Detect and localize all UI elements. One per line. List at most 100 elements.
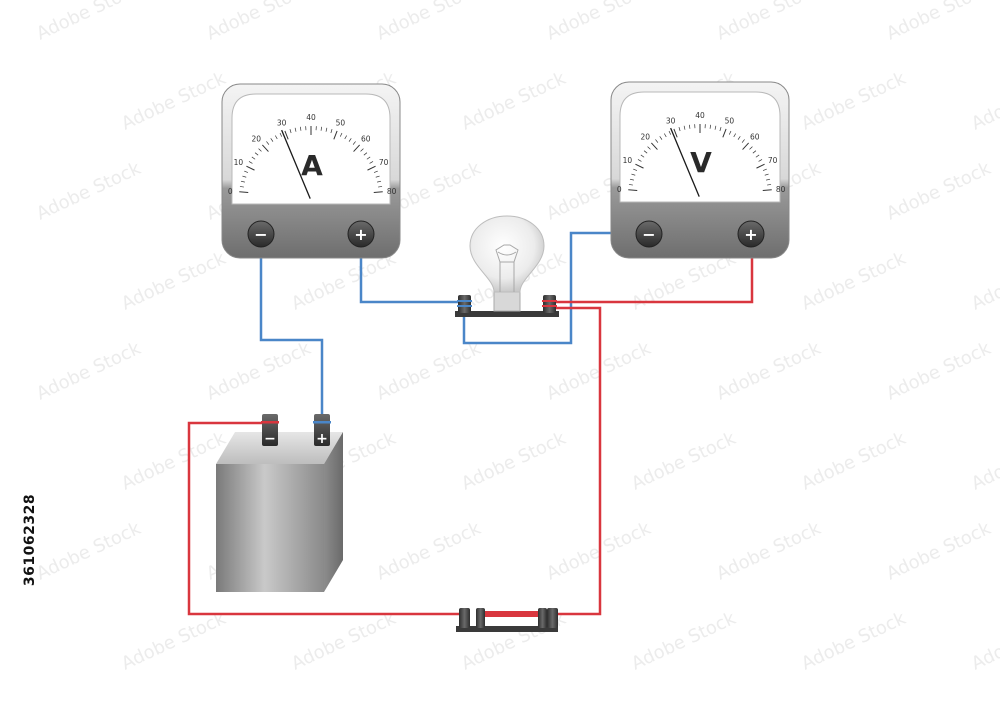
scale-tick — [363, 152, 368, 156]
scale-tick — [258, 148, 262, 152]
scale-tick — [728, 130, 732, 135]
ammeter-plus-sign: + — [354, 225, 367, 244]
scale-label: 70 — [768, 156, 778, 165]
scale-tick — [369, 161, 374, 164]
scale-tick — [279, 132, 283, 137]
battery-side-face — [324, 432, 343, 592]
watermark-text: Adobe Stock — [543, 0, 654, 45]
scale-tick — [348, 138, 352, 142]
scale-tick — [366, 156, 371, 160]
switch-base — [456, 626, 558, 632]
scale-tick — [246, 165, 255, 171]
scale-tick — [330, 129, 333, 134]
scale-label: 50 — [725, 117, 735, 126]
wire-bulb-to-voltmeter-neg — [462, 231, 637, 345]
ammeter-minus-terminal[interactable]: − — [247, 220, 275, 248]
scale-tick — [663, 133, 667, 138]
scale-label: 10 — [234, 158, 244, 167]
scale-tick — [659, 136, 663, 140]
scale-tick — [377, 180, 382, 183]
scale-label: 10 — [623, 156, 633, 165]
voltmeter-plus-terminal[interactable]: + — [737, 220, 765, 248]
watermark-text: Adobe Stock — [968, 68, 1000, 135]
watermark-text: Adobe Stock — [968, 428, 1000, 495]
scale-tick — [248, 161, 253, 164]
watermark-text: Adobe Stock — [33, 518, 144, 585]
scale-tick — [289, 129, 292, 134]
watermark-text: Adobe Stock — [968, 248, 1000, 315]
scale-tick — [719, 127, 722, 132]
scale-tick — [628, 189, 638, 192]
switch-bar — [478, 611, 544, 617]
switch-right-post — [547, 608, 558, 628]
scale-tick — [373, 170, 378, 173]
scale-tick — [742, 142, 750, 150]
watermark-text: Adobe Stock — [883, 0, 994, 45]
wire-bulb-to-switch — [548, 306, 602, 616]
scale-tick — [266, 141, 270, 145]
scale-tick — [254, 152, 259, 156]
battery-top-face — [216, 432, 343, 464]
scale-tick — [637, 159, 642, 162]
scale-label: 80 — [776, 185, 786, 194]
ammeter-dial-face — [231, 93, 391, 205]
scale-tick — [752, 150, 757, 154]
switch[interactable] — [456, 608, 558, 632]
scale-tick — [242, 175, 247, 178]
scale-tick — [629, 178, 634, 181]
voltmeter-minus-terminal[interactable]: − — [635, 220, 663, 248]
scale-tick — [367, 165, 376, 171]
scale-tick — [333, 130, 338, 140]
watermark-text: Adobe Stock — [883, 158, 994, 225]
switch-left-inner-post — [476, 608, 485, 628]
scale-tick — [373, 191, 383, 194]
scale-tick — [378, 186, 383, 188]
watermark-text: Adobe Stock — [203, 338, 314, 405]
voltmeter-dial-face — [619, 91, 781, 203]
scale-tick — [284, 130, 289, 140]
scale-tick — [631, 173, 636, 176]
scale-tick — [683, 125, 686, 130]
scale-label: 20 — [252, 134, 262, 143]
watermark-text: Adobe Stock — [118, 608, 229, 675]
scale-tick — [360, 148, 364, 152]
scale-tick — [737, 136, 741, 140]
bulb-right-post[interactable] — [542, 295, 557, 313]
scale-tick — [678, 127, 681, 132]
scale-tick — [261, 144, 269, 152]
scale-label: 80 — [387, 187, 397, 196]
scale-tick — [655, 139, 659, 143]
scale-tick — [756, 163, 765, 169]
scale-tick — [764, 173, 769, 176]
scale-tick — [294, 127, 297, 132]
battery-front-face — [216, 464, 324, 592]
scale-tick — [643, 150, 648, 154]
bulb-socket — [493, 291, 521, 312]
watermark-text: Adobe Stock — [118, 248, 229, 315]
bulb-left-post[interactable] — [457, 295, 472, 313]
watermark-text: Adobe Stock — [713, 0, 824, 45]
scale-tick — [320, 126, 322, 131]
wires — [187, 231, 754, 616]
watermark-text: Adobe Stock — [373, 518, 484, 585]
watermark-text: Adobe Stock — [968, 608, 1000, 675]
scale-label: 0 — [617, 185, 622, 194]
light-bulb — [455, 215, 559, 317]
scale-tick — [689, 124, 691, 129]
ammeter-plus-terminal[interactable]: + — [347, 220, 375, 248]
watermark-text: Adobe Stock — [373, 0, 484, 45]
bulb-base-plate — [455, 311, 559, 317]
scale-label: 60 — [361, 134, 371, 143]
battery-negative-terminal[interactable]: − — [261, 414, 279, 447]
scale-label: 20 — [641, 132, 651, 141]
watermark-text: Adobe Stock — [883, 338, 994, 405]
battery-positive-terminal[interactable]: + — [313, 414, 331, 447]
stock-id-label: 361062328 — [22, 494, 38, 586]
battery-plus-sign: + — [316, 431, 328, 447]
scale-tick — [633, 168, 638, 171]
scale-tick — [300, 126, 302, 131]
